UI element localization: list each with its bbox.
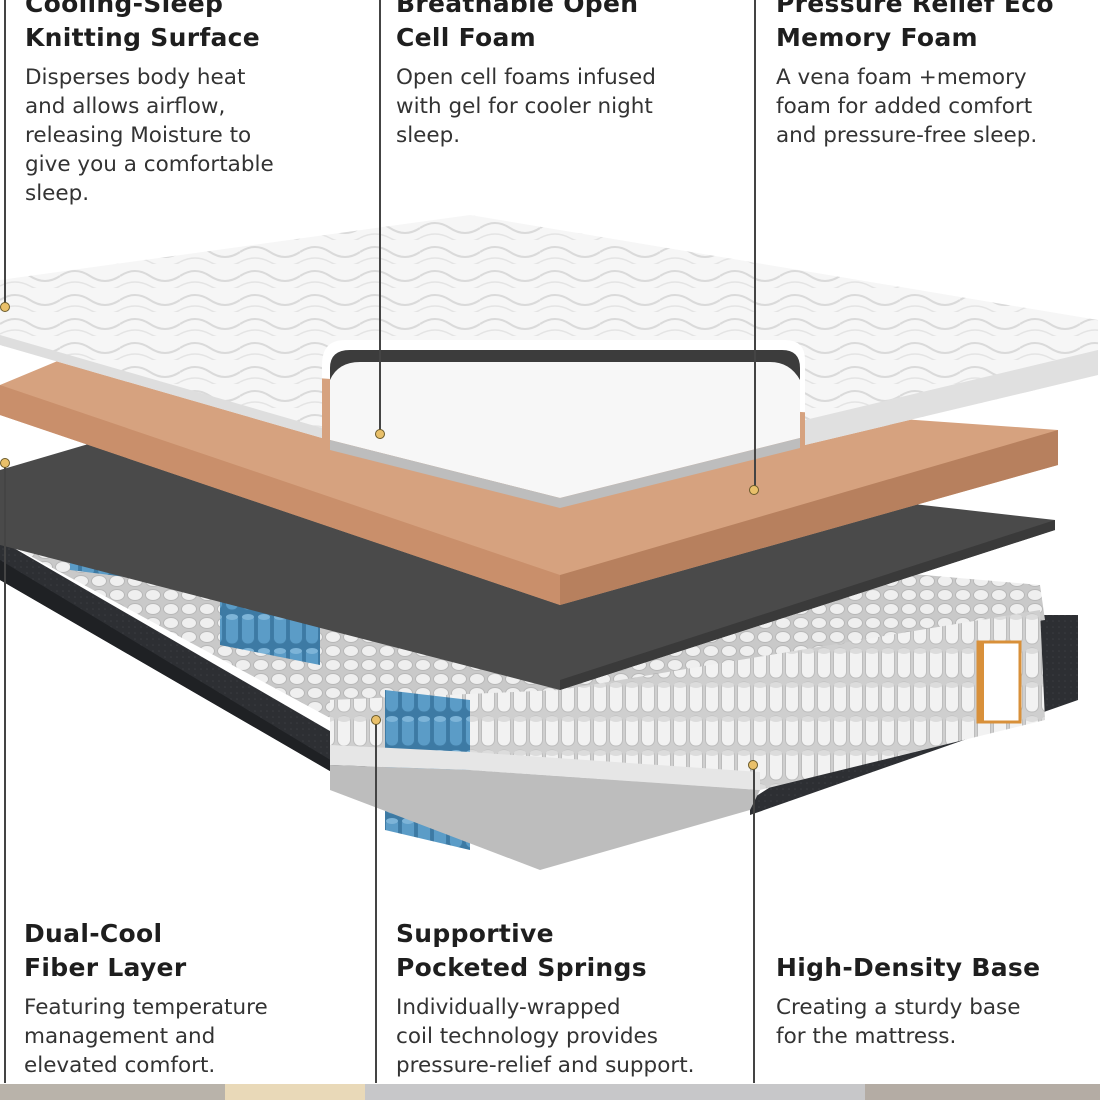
guide-line-left-bottom — [4, 463, 6, 1083]
guide-line-right-top — [754, 0, 756, 488]
text-line: releasing Moisture to — [25, 123, 252, 148]
feature-description: Disperses body heat and allows airflow, … — [25, 63, 274, 208]
feature-description: Individually-wrapped coil technology pro… — [396, 993, 694, 1080]
feature-description: Open cell foams infused with gel for coo… — [396, 63, 656, 150]
text-line: Knitting Surface — [25, 23, 261, 52]
text-line: and pressure-free sleep. — [776, 123, 1038, 148]
guide-line-middle-bottom — [375, 720, 377, 1083]
text-line: Featuring temperature — [24, 995, 268, 1020]
feature-title: Cooling-Sleep Knitting Surface — [25, 0, 274, 55]
text-line: Pressure Relief Eco — [776, 0, 1054, 18]
text-line: Breathable Open — [396, 0, 639, 18]
feature-high-density-base: High-Density Base Creating a sturdy base… — [776, 951, 1040, 1051]
feature-description: Featuring temperature management and ele… — [24, 993, 268, 1080]
text-line: foam for added comfort — [776, 94, 1033, 119]
text-line: give you a comfortable — [25, 152, 274, 177]
text-line: coil technology provides — [396, 1024, 658, 1049]
text-line: A vena foam +memory — [776, 65, 1027, 90]
guide-line-middle-top — [379, 0, 381, 433]
text-line: Cell Foam — [396, 23, 537, 52]
text-line: Pocketed Springs — [396, 953, 647, 982]
text-line: Open cell foams infused — [396, 65, 656, 90]
feature-pocketed-springs: Supportive Pocketed Springs Individually… — [396, 917, 694, 1080]
text-line: Dual-Cool — [24, 919, 163, 948]
feature-open-cell-foam: Breathable Open Cell Foam Open cell foam… — [396, 0, 656, 150]
text-line: management and — [24, 1024, 216, 1049]
callout-dot-knit — [0, 302, 10, 312]
guide-line-left-top — [4, 0, 6, 305]
text-line: Creating a sturdy base — [776, 995, 1021, 1020]
feature-description: Creating a sturdy base for the mattress. — [776, 993, 1040, 1051]
text-line: Disperses body heat — [25, 65, 246, 90]
text-line: sleep. — [25, 181, 90, 206]
callout-dot-fiber — [0, 458, 10, 468]
text-line: High-Density Base — [776, 953, 1041, 982]
feature-knitting-surface: Cooling-Sleep Knitting Surface Disperses… — [25, 0, 274, 208]
base-cutaway-felt — [330, 765, 760, 870]
brand-tag — [976, 640, 1022, 724]
text-line: Memory Foam — [776, 23, 978, 52]
guide-line-right-bottom — [753, 765, 755, 1083]
text-line: pressure-relief and support. — [396, 1053, 695, 1078]
feature-title: Breathable Open Cell Foam — [396, 0, 656, 55]
callout-dot-base — [748, 760, 758, 770]
callout-dot-springs — [371, 715, 381, 725]
text-line: Individually-wrapped — [396, 995, 621, 1020]
text-line: and allows airflow, — [25, 94, 226, 119]
text-line: for the mattress. — [776, 1024, 957, 1049]
text-line: elevated comfort. — [24, 1053, 216, 1078]
callout-dot-open-cell — [375, 429, 385, 439]
knit-surface-layer — [0, 215, 1098, 445]
text-line: sleep. — [396, 123, 461, 148]
text-line: Cooling-Sleep — [25, 0, 224, 18]
feature-title: High-Density Base — [776, 951, 1040, 985]
feature-title: Supportive Pocketed Springs — [396, 917, 694, 985]
text-line: with gel for cooler night — [396, 94, 653, 119]
bottom-image-strip — [0, 1084, 1100, 1100]
feature-title: Dual-Cool Fiber Layer — [24, 917, 268, 985]
callout-dot-memory-foam — [749, 485, 759, 495]
springs-side — [330, 610, 1045, 800]
feature-fiber-layer: Dual-Cool Fiber Layer Featuring temperat… — [24, 917, 268, 1080]
feature-title: Pressure Relief Eco Memory Foam — [776, 0, 1054, 55]
feature-description: A vena foam +memory foam for added comfo… — [776, 63, 1054, 150]
text-line: Supportive — [396, 919, 554, 948]
feature-memory-foam: Pressure Relief Eco Memory Foam A vena f… — [776, 0, 1054, 150]
text-line: Fiber Layer — [24, 953, 187, 982]
open-cell-foam-layer — [330, 350, 800, 498]
